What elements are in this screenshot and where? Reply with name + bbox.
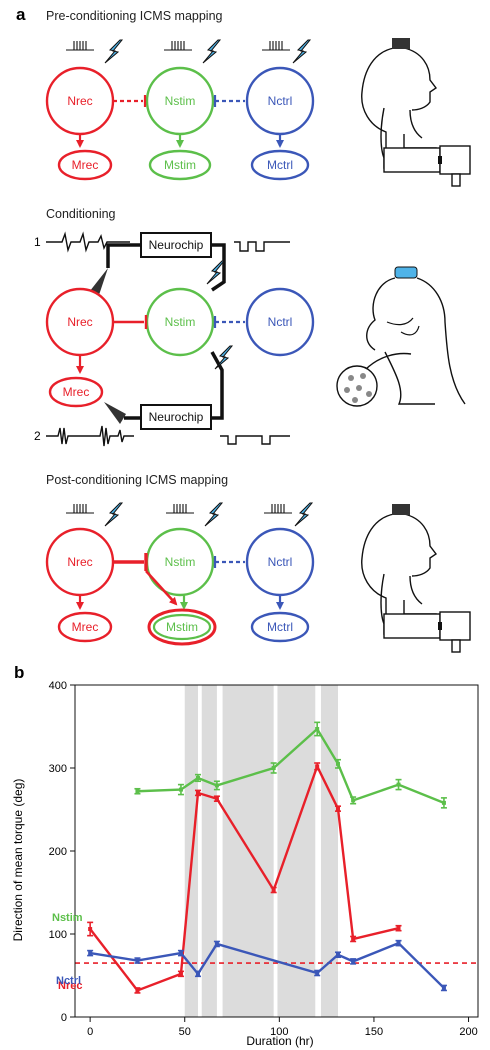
data-point-nctrl-0 [88,951,93,956]
mstim-label-post: Mstim [166,620,198,634]
data-point-nrec-8 [351,936,356,941]
data-point-nrec-7 [335,806,340,811]
nctrl-node-conditioning [245,287,315,357]
nctrl-label-conditioning: Nctrl [268,315,293,329]
data-point-nctrl-2 [178,951,183,956]
mctrl-label-post: Mctrl [267,620,293,634]
y-tick-label-100: 100 [49,929,67,941]
data-point-nstim-7 [351,798,356,803]
data-point-nstim-4 [271,766,276,770]
mrec-label: Mrec [72,158,99,172]
x-tick-label-100: 100 [270,1026,288,1038]
x-tick-label-200: 200 [459,1026,477,1038]
data-point-nctrl-3 [195,971,200,976]
x-tick-label-150: 150 [365,1026,383,1038]
mctrl-node [250,149,310,181]
panel-a-diagram: a Pre-conditioning ICMS mapping Conditio… [16,5,471,653]
series-line-nrec [89,763,399,992]
section-title-pre: Pre-conditioning ICMS mapping [46,9,223,23]
neurochip-box-2 [140,404,212,430]
nrec-label-conditioning: Nrec [67,315,92,329]
monkey-ball-illustration [336,266,466,407]
pathway-1-label: 1 [34,235,41,249]
data-point-nctrl-1 [135,958,140,963]
data-point-nrec-1 [135,988,140,993]
data-point-nctrl-9 [441,985,446,990]
data-point-nstim-0 [135,789,140,794]
data-point-nrec-3 [195,790,200,795]
plot-frame [74,684,479,1018]
torque-direction-chart: b 0 50 100 150 200 0 100 200 300 400 Nstim Nrec N… [11,665,479,1048]
mctrl-label: Mctrl [267,158,293,172]
data-point-nstim-1 [178,787,183,792]
nstim-label-conditioning: Nstim [165,315,196,329]
x-axis-label: Duration (hr) [246,1034,313,1048]
data-point-nrec-9 [396,926,401,931]
nrec-label-post: Nrec [67,555,92,569]
y-tick-label-400: 400 [49,680,67,692]
data-point-nrec-2 [178,971,183,976]
pre-conditioning-diagram: Nrec Nstim Nctrl Mrec Mstim Mctrl [45,37,471,187]
mrec-node-post [57,611,113,643]
data-point-nctrl-5 [315,971,320,976]
y-tick-label-0: 0 [61,1012,67,1024]
data-point-nctrl-8 [396,941,401,946]
data-point-nstim-9 [441,800,446,805]
nctrl-label: Nctrl [268,94,293,108]
mstim-label: Mstim [164,158,196,172]
mstim-node-post [152,613,212,641]
section-title-conditioning: Conditioning [46,207,116,221]
series-label-nstim: Nstim [52,912,83,924]
data-point-nctrl-7 [351,959,356,964]
mrec-label-conditioning: Mrec [63,385,90,399]
nrec-label: Nrec [67,94,92,108]
data-point-nrec-6 [315,764,320,769]
data-point-nrec-0 [88,927,93,932]
conditioning-band-1 [201,685,217,1017]
data-point-nstim-2 [195,775,200,780]
panel-letter-a: a [16,5,26,24]
monkey-arm-illustration-pre [361,37,471,187]
series-label-nctrl: Nctrl [56,975,81,987]
post-conditioning-diagram: Nrec Nstim Nctrl Mrec Mstim Mctrl [45,502,471,653]
nstim-label: Nstim [165,94,196,108]
nctrl-label-post: Nctrl [268,555,293,569]
series-label-nrec: Nrec [58,980,82,992]
mstim-node [148,149,212,181]
panel-letter-b: b [14,665,24,682]
data-point-nctrl-6 [335,952,340,957]
mrec-node-conditioning [48,376,104,408]
neurochip-box-1 [140,232,212,258]
neurochip-label-2: Neurochip [149,410,204,424]
data-point-nstim-8 [396,782,401,787]
conditioning-diagram: 1 Neurochip Nrec Nstim Nctrl Mrec Neuroc… [34,231,466,447]
mrec-node [57,149,113,181]
y-tick-label-200: 200 [49,846,67,858]
neurochip-label-1: Neurochip [149,238,204,252]
mrec-label-post: Mrec [72,620,99,634]
y-tick-label-300: 300 [49,763,67,775]
y-axis-label: Direction of mean torque (deg) [11,779,25,942]
data-point-nstim-3 [214,783,219,788]
data-point-nctrl-4 [214,941,219,946]
data-point-nstim-5 [315,726,320,731]
x-tick-label-50: 50 [179,1026,191,1038]
monkey-arm-illustration-post [361,503,471,653]
section-title-post: Post-conditioning ICMS mapping [46,473,228,487]
data-point-nrec-5 [271,888,276,893]
data-point-nstim-6 [335,761,340,766]
x-tick-label-0: 0 [87,1026,93,1038]
series-line-nstim [137,727,445,804]
mctrl-node-post [250,611,310,643]
conditioning-band-3 [277,685,316,1017]
nstim-label-post: Nstim [165,555,196,569]
data-point-nrec-4 [214,796,219,801]
conditioning-band-4 [320,685,338,1017]
pathway-2-label: 2 [34,429,41,443]
series-line-nctrl [89,941,445,989]
